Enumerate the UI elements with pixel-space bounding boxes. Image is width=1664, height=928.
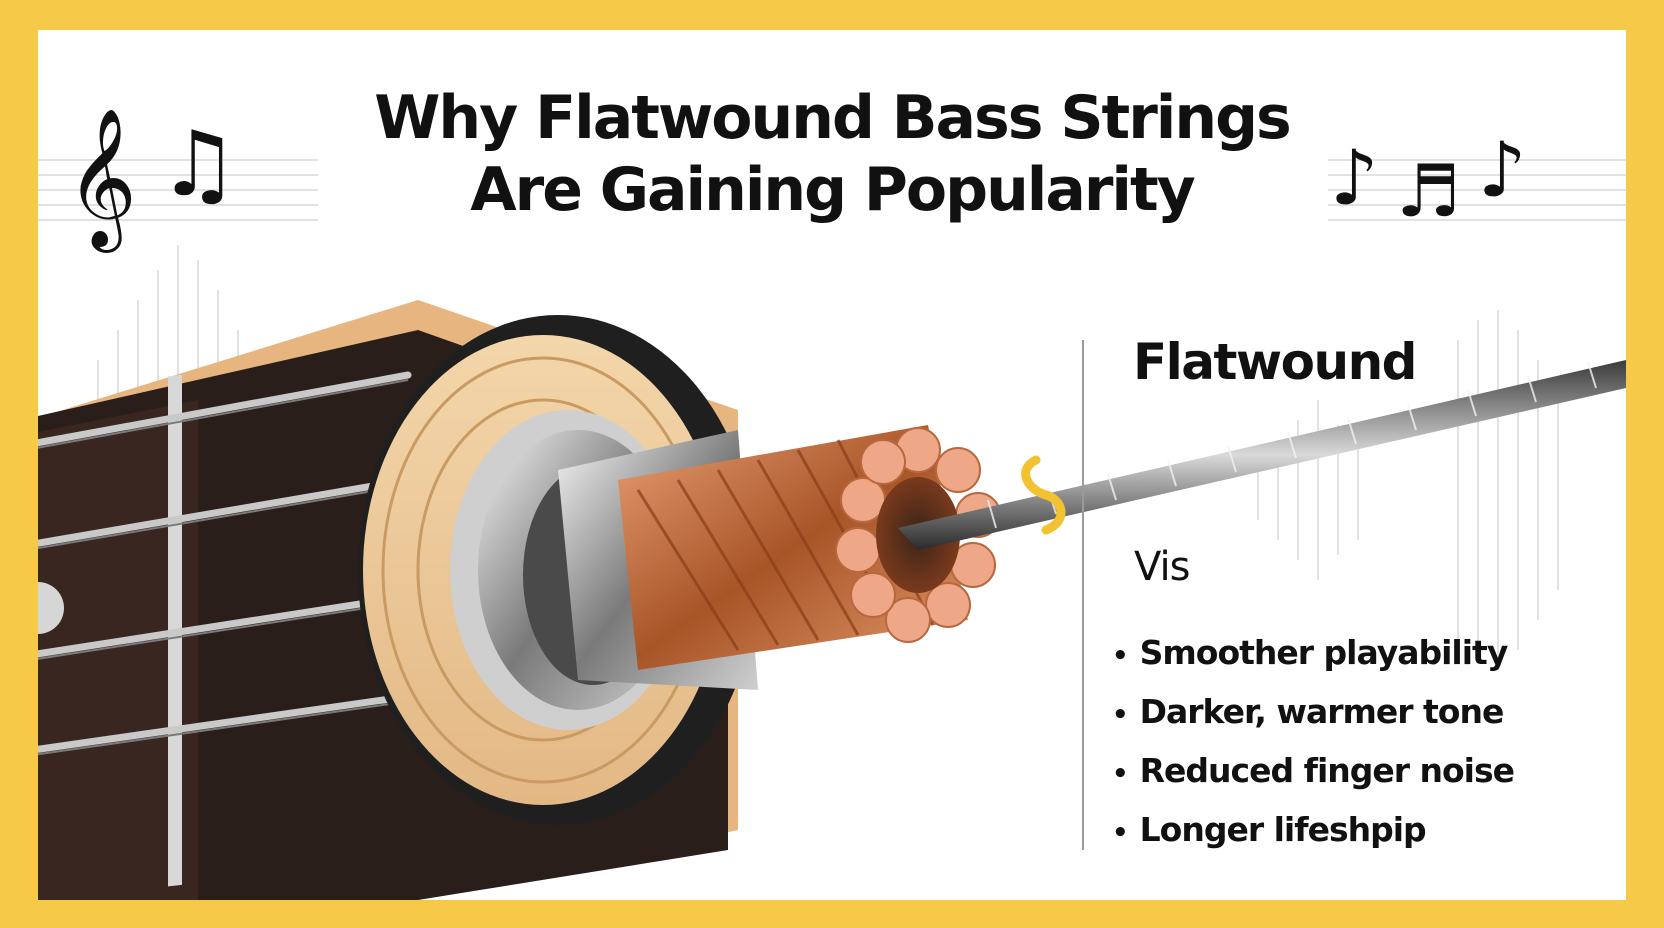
list-item: Darker, warmer tone xyxy=(1112,684,1514,743)
list-item: Smoother playability xyxy=(1112,625,1514,684)
string-cross-section xyxy=(358,315,1001,825)
feature-list: Smoother playability Darker, warmer tone… xyxy=(1112,625,1515,861)
list-item: Longer lifeshpip xyxy=(1112,802,1514,861)
eighth-note-icon: ♪ xyxy=(1478,125,1527,214)
sixteenth-note-icon: ♬ xyxy=(1396,149,1461,233)
slide-frame: Why Flatwound Bass Strings Are Gaining P… xyxy=(38,30,1626,900)
title-line-1: Why Flatwound Bass Strings xyxy=(374,83,1292,153)
treble-clef-icon: 𝄞 xyxy=(66,108,137,247)
steel-string xyxy=(898,360,1626,550)
panel-heading: Flatwound xyxy=(1133,333,1417,391)
beamed-notes-icon: ♫ xyxy=(158,112,239,217)
eighth-note-icon: ♪ xyxy=(1330,133,1379,222)
title-line-2: Are Gaining Popularity xyxy=(470,155,1196,225)
page-title: Why Flatwound Bass Strings Are Gaining P… xyxy=(38,82,1626,226)
string-illustration xyxy=(38,159,1626,900)
list-item: Reduced finger noise xyxy=(1112,743,1515,802)
panel-subheading: Vis xyxy=(1134,544,1190,590)
vertical-divider xyxy=(1082,340,1084,850)
